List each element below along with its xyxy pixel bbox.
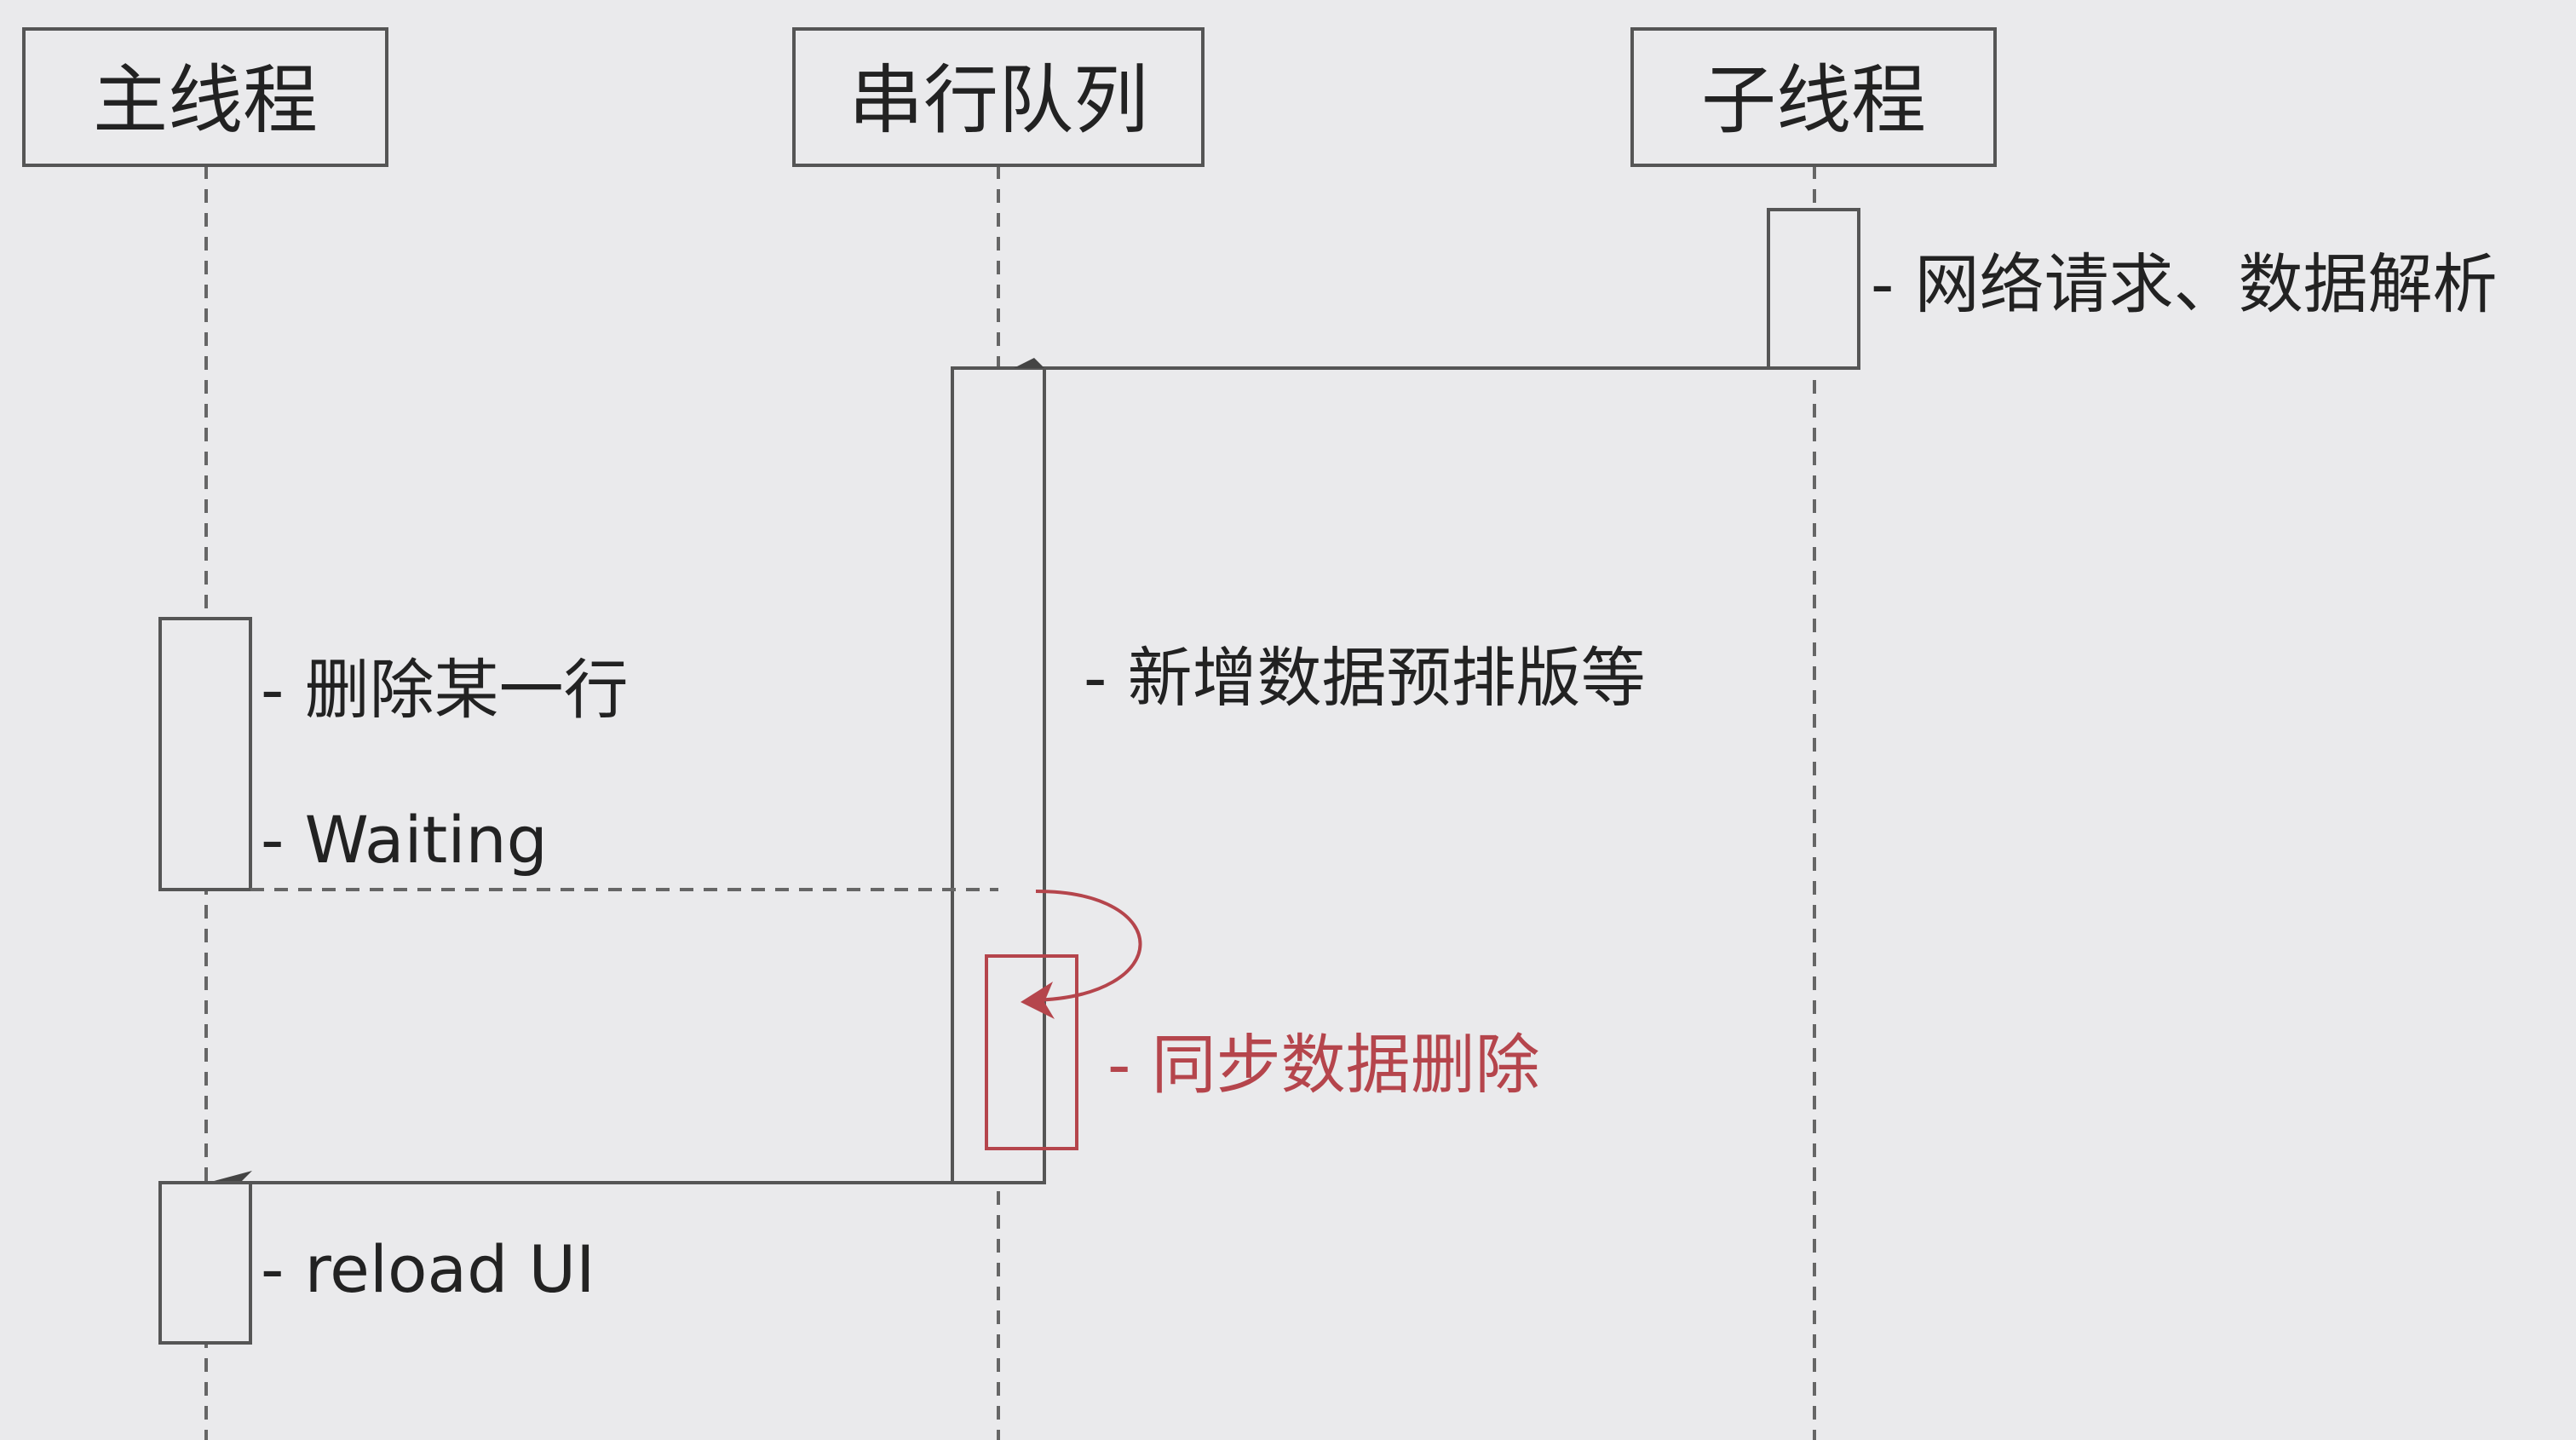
participant-main-thread: 主线程 — [22, 27, 388, 167]
participant-sub-thread: 子线程 — [1630, 27, 1997, 167]
participant-main-thread-label: 主线程 — [93, 56, 318, 144]
participant-serial-queue-label: 串行队列 — [848, 56, 1148, 144]
note-network-parse: - 网络请求、数据解析 — [1871, 246, 2498, 322]
activation-main-thread-reload — [158, 1181, 252, 1345]
activation-serial-queue — [951, 366, 1046, 1184]
message-queue-to-main — [208, 1171, 952, 1184]
activation-sync-delete — [985, 954, 1078, 1150]
note-waiting: - Waiting — [261, 802, 548, 878]
note-reload-ui: - reload UI — [261, 1231, 595, 1307]
activation-main-thread-delete — [158, 617, 252, 891]
activation-sub-thread — [1767, 208, 1860, 370]
participant-sub-thread-label: 子线程 — [1701, 56, 1926, 144]
note-preformat: - 新增数据预排版等 — [1084, 640, 1646, 716]
note-sync-delete: - 同步数据删除 — [1107, 1027, 1540, 1103]
note-delete-row: - 删除某一行 — [261, 652, 629, 728]
participant-serial-queue: 串行队列 — [792, 27, 1205, 167]
message-sub-to-queue — [1014, 358, 1768, 370]
self-call-arrow — [1021, 890, 1142, 1019]
